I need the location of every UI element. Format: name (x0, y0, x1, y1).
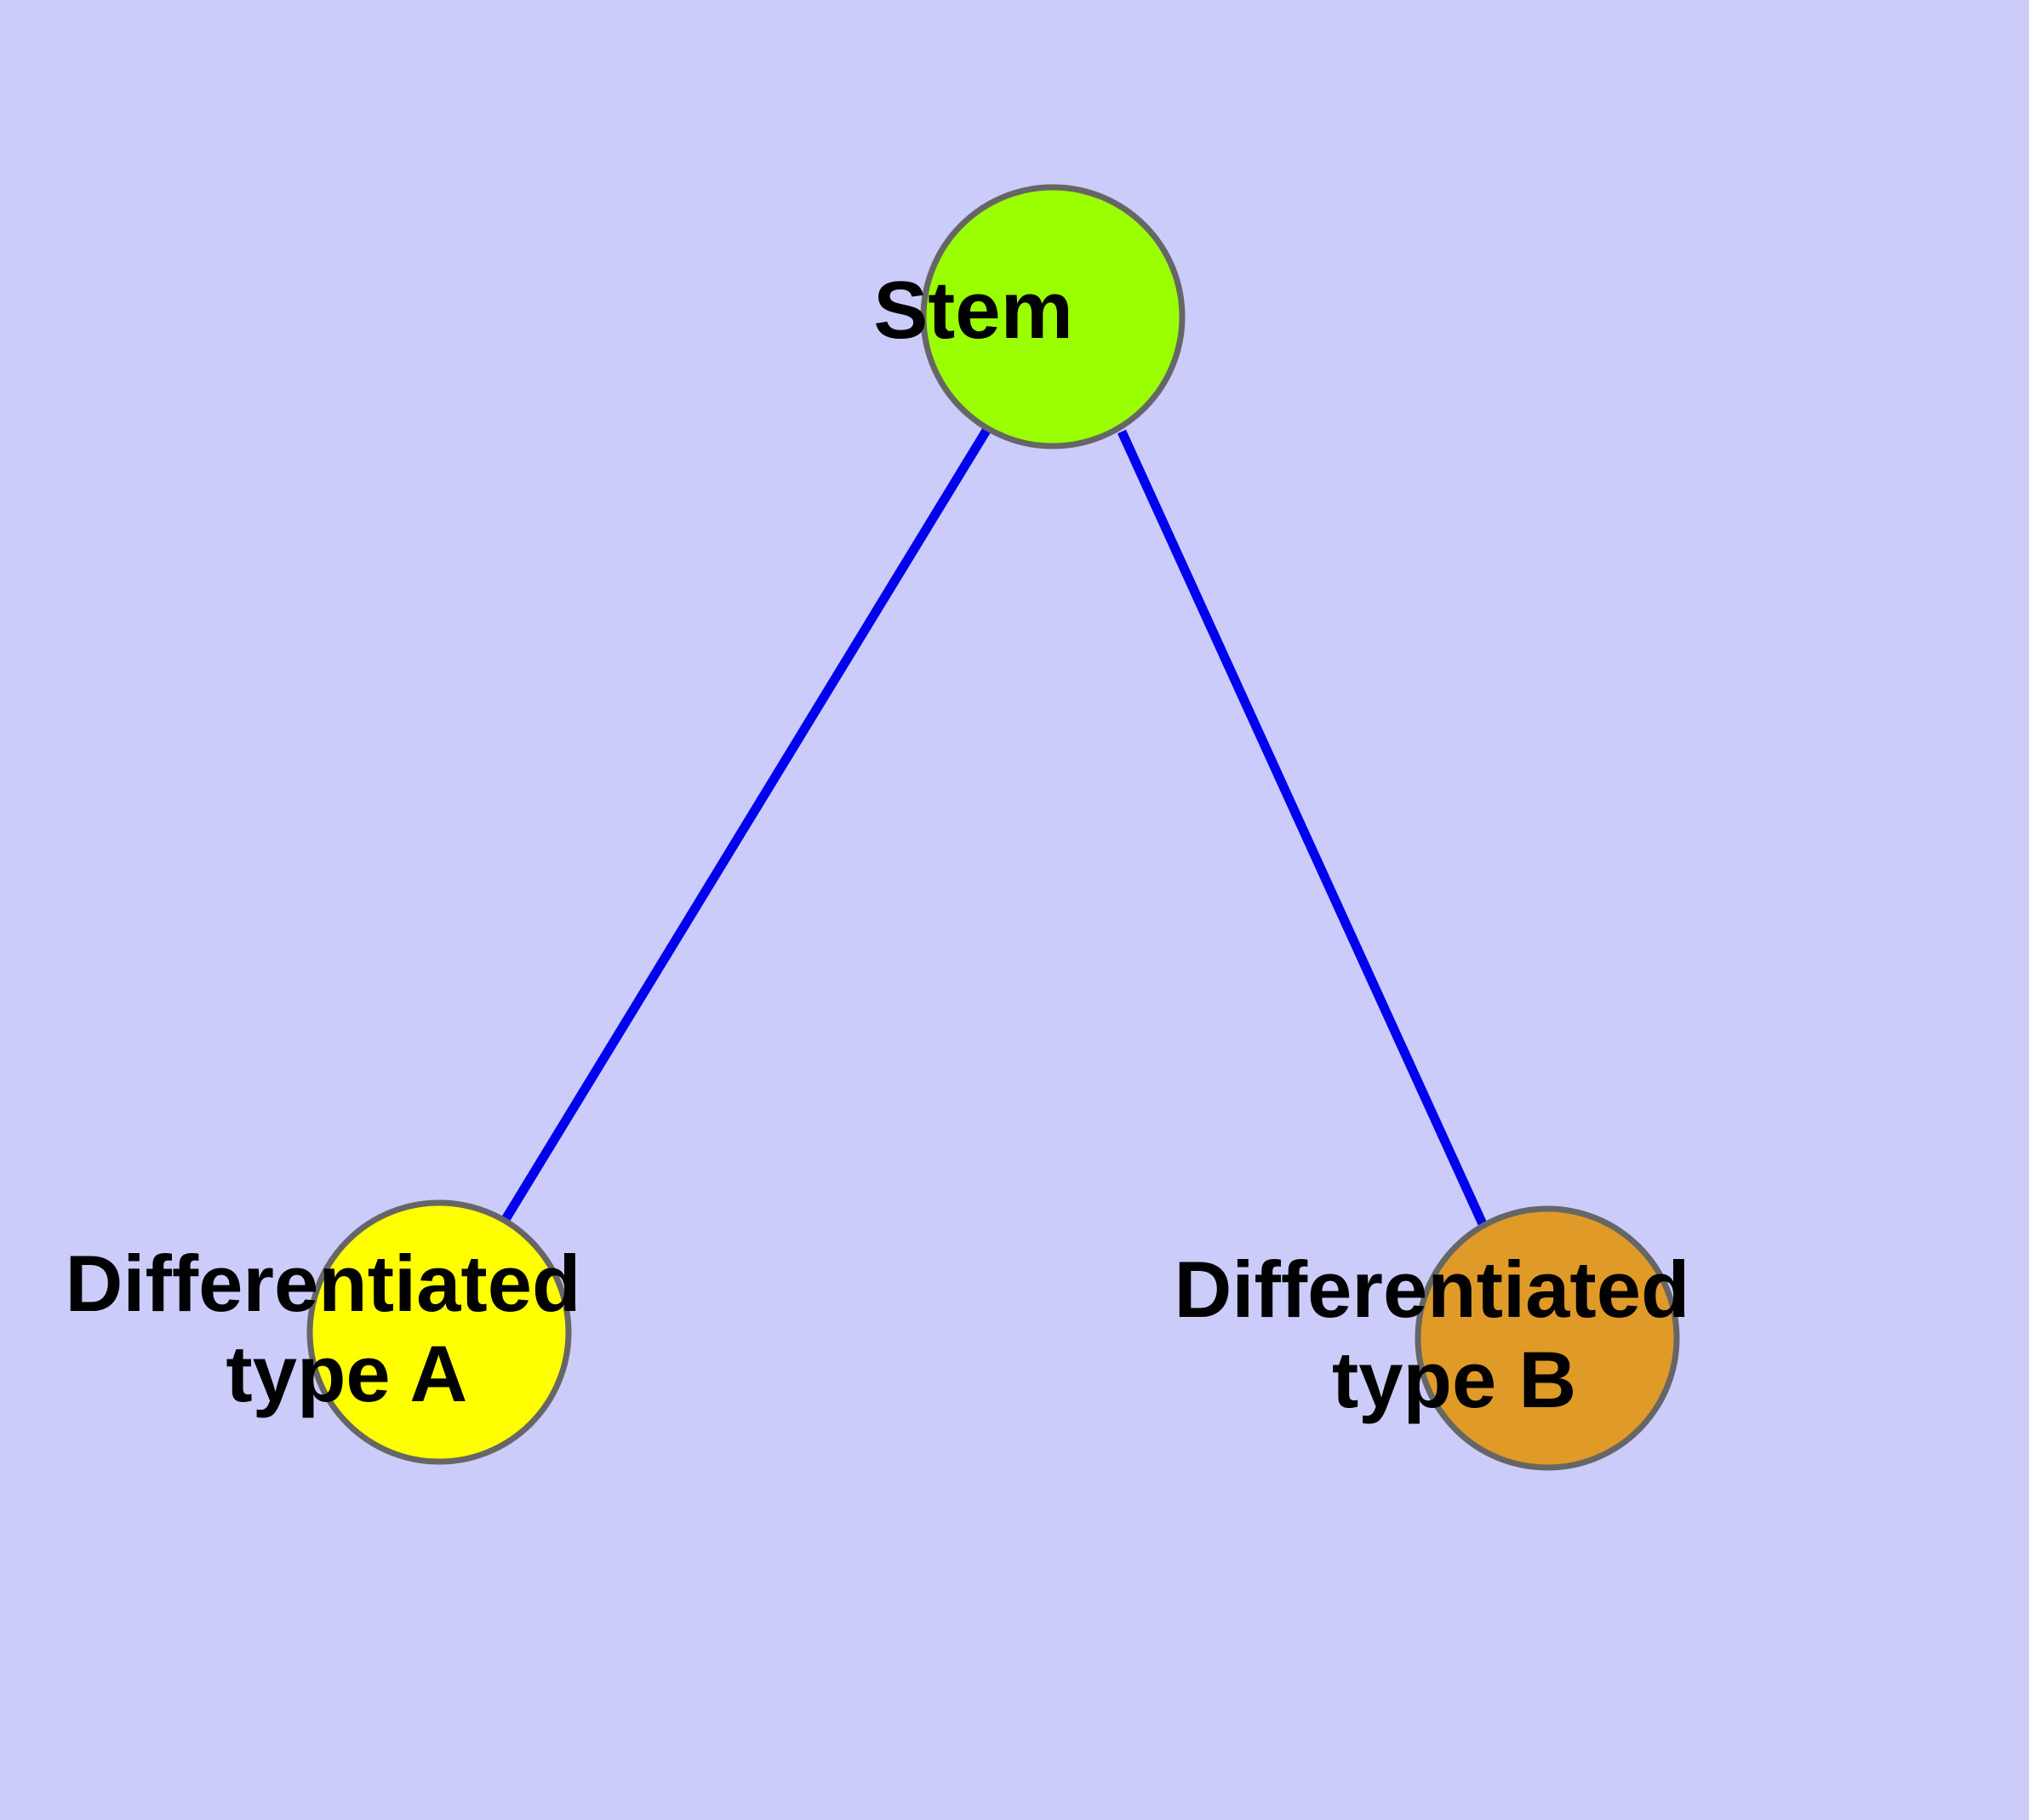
node-type-b-circle[interactable] (1415, 1205, 1680, 1471)
node-type-a-label: Differentiated type A (66, 1239, 781, 1418)
node-type-a-label-line-1: Differentiated (66, 1239, 581, 1328)
node-layer (306, 184, 1680, 1471)
node-stem-label-line-1: Stem (873, 265, 1073, 356)
node-differentiated-type-b[interactable] (1415, 1205, 1680, 1471)
node-stem-circle[interactable] (920, 184, 1186, 449)
node-type-a-label-line-2: type A (226, 1329, 466, 1418)
node-differentiated-type-a[interactable] (306, 1199, 572, 1465)
node-type-b-label-line-2: type B (1332, 1335, 1576, 1424)
node-type-b-label-line-1: Differentiated (1175, 1245, 1690, 1334)
edge-stem-to-type-a[interactable] (500, 426, 992, 1223)
label-layer: Stem Differentiated type A Differentiate… (66, 265, 1890, 1424)
node-stem-label: Stem (873, 265, 1232, 356)
node-type-a-circle[interactable] (306, 1199, 572, 1465)
node-type-b-label: Differentiated type B (1175, 1245, 1890, 1424)
edge-layer (500, 426, 1489, 1228)
node-stem[interactable] (920, 184, 1186, 449)
edge-stem-to-type-b[interactable] (1117, 429, 1489, 1228)
